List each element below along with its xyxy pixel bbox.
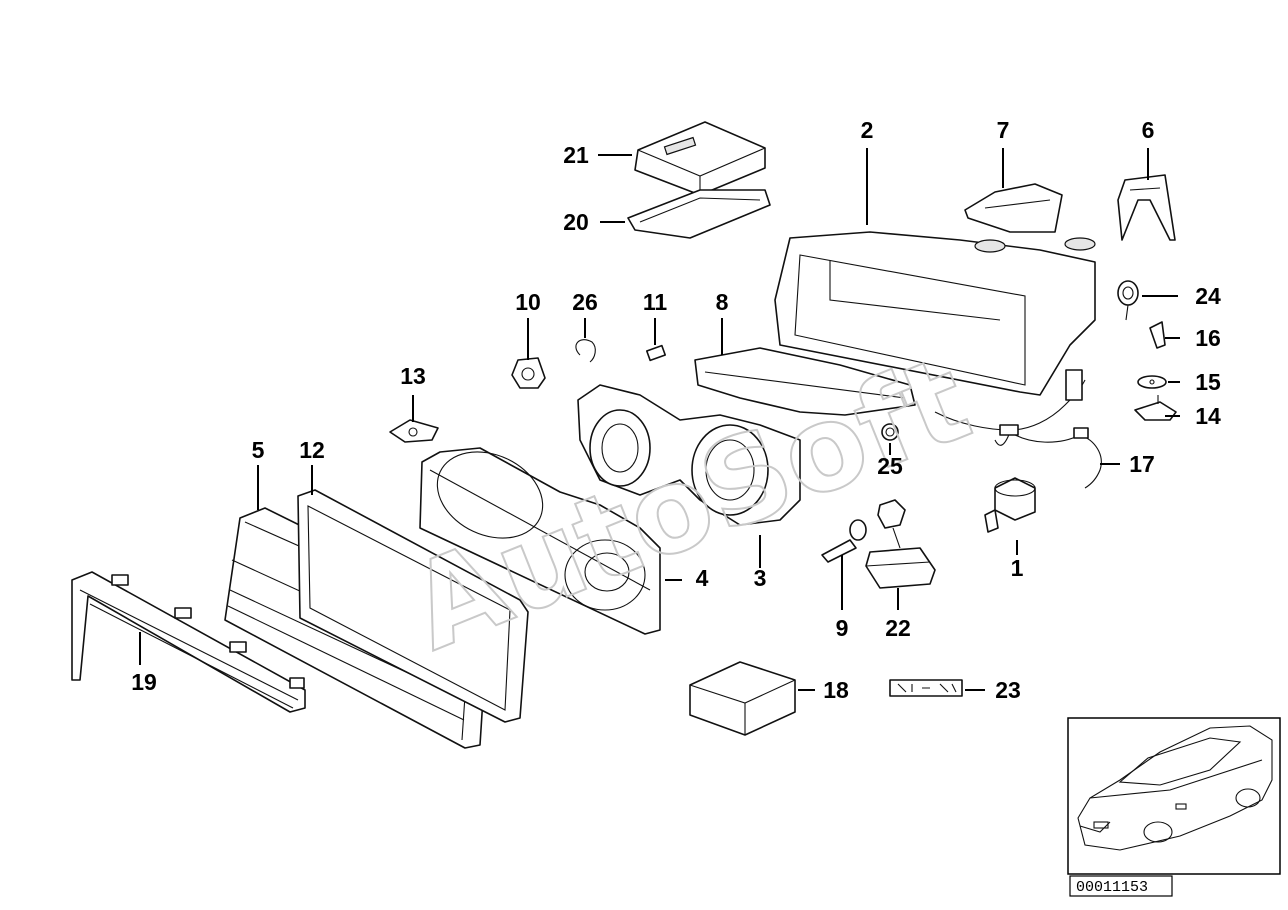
vehicle-thumbnail: 00011153 [1067,717,1281,897]
callout-20: 20 [563,209,589,235]
leader-lines [139,148,1180,691]
callout-17: 17 [1129,451,1155,477]
callout-7: 7 [997,117,1010,143]
callout-24: 24 [1195,283,1221,309]
callout-1: 1 [1011,555,1024,581]
callout-4: 4 [696,565,709,591]
diagram-number: 00011153 [1076,879,1148,896]
callout-21: 21 [563,142,589,168]
part-3-headlight-housing[interactable] [577,384,801,526]
part-20-mounting-bracket[interactable] [627,189,771,239]
part-25-grommet[interactable] [881,423,899,441]
callout-10: 10 [515,289,541,315]
callout-16: 16 [1195,325,1221,351]
part-19-trim-strip[interactable] [71,571,306,713]
callout-labels: 1 2 3 4 5 6 7 8 9 10 11 12 13 14 15 16 1… [131,117,1221,703]
part-23-label[interactable] [889,679,963,697]
part-11-small-bulb[interactable] [645,344,667,362]
part-12-lens-gasket[interactable] [297,489,529,723]
part-10-bulb[interactable] [511,357,546,389]
callout-6: 6 [1142,117,1155,143]
callout-25: 25 [877,453,903,479]
callout-22: 22 [885,615,911,641]
callout-8: 8 [716,289,729,315]
part-24-socket[interactable] [1117,280,1139,321]
callout-12: 12 [299,437,325,463]
part-8-cover-plate[interactable] [694,347,916,416]
callout-9: 9 [836,615,849,641]
callout-3: 3 [754,565,767,591]
diagram-number-box [1069,875,1173,897]
callout-14: 14 [1195,403,1221,429]
callout-15: 15 [1195,369,1221,395]
part-22-ballast[interactable] [865,499,936,589]
part-6-bracket[interactable] [1117,174,1176,241]
part-1-adjuster-motor[interactable] [984,477,1036,533]
part-16-clip[interactable] [1149,321,1166,349]
part-17-wiring-harness[interactable] [934,369,1102,489]
part-13-clip[interactable] [389,419,439,443]
part-2-headlight-frame[interactable] [774,231,1096,396]
part-18-box[interactable] [689,661,796,736]
callout-19: 19 [131,669,157,695]
callout-11: 11 [643,289,668,315]
callout-2: 2 [861,117,874,143]
callout-23: 23 [995,677,1021,703]
part-7-cap[interactable] [964,183,1063,233]
part-4-reflector-frame[interactable] [419,436,661,635]
part-21-control-unit[interactable] [634,121,766,196]
part-15-washer[interactable] [1137,375,1167,389]
callout-13: 13 [400,363,426,389]
callout-26: 26 [572,289,598,315]
part-9-bulb[interactable] [821,519,867,563]
part-26-spring-clip[interactable] [575,339,596,363]
callout-18: 18 [823,677,849,703]
callout-5: 5 [252,437,265,463]
car-outline-icon [1077,725,1273,851]
